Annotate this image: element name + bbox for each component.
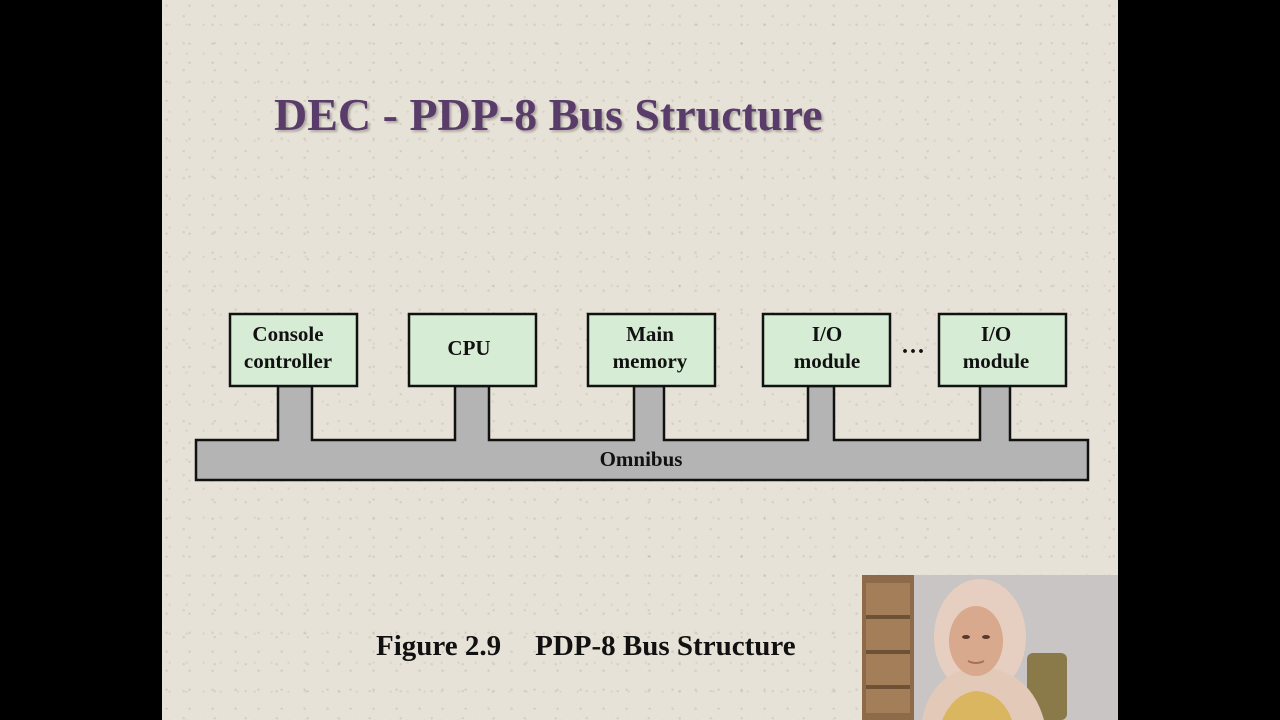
module-label-console-line2: controller	[244, 349, 332, 373]
module-label-memory-line2: memory	[613, 349, 688, 373]
module-label-cpu: CPU	[447, 336, 490, 360]
module-box-memory	[586, 312, 717, 388]
omnibus-bar	[194, 384, 1090, 482]
module-label-memory-line1: Main	[626, 322, 674, 346]
module-label-io2-line1: I/O	[981, 322, 1011, 346]
omnibus-label: Omnibus	[600, 447, 683, 471]
module-box-console	[228, 312, 359, 388]
slide-title: DEC - PDP-8 Bus Structure	[274, 89, 823, 140]
module-box-cpu	[407, 312, 538, 388]
ellipsis-label: ...	[902, 333, 926, 359]
module-label-io1-line2: module	[794, 349, 861, 373]
bus-structure-diagram: Console controller CPU Main memory I/O m…	[194, 312, 1090, 482]
module-label-io2-line2: module	[963, 349, 1030, 373]
module-labels: Console controller CPU Main memory I/O m…	[244, 322, 1029, 373]
module-boxes	[228, 312, 1068, 388]
module-label-io1-line1: I/O	[812, 322, 842, 346]
caption-number: Figure 2.9	[376, 630, 502, 662]
figure-caption: Figure 2.9 PDP-8 Bus Structure	[376, 630, 796, 663]
slide: DEC - PDP-8 Bus Structure Console contro…	[162, 0, 1118, 720]
presenter-webcam	[862, 575, 1118, 720]
module-box-io-2	[937, 312, 1068, 388]
caption-text: PDP-8 Bus Structure	[535, 630, 796, 662]
presenter-video-frame	[862, 575, 1118, 720]
module-label-console-line1: Console	[252, 322, 323, 346]
module-box-io-1	[761, 312, 892, 388]
